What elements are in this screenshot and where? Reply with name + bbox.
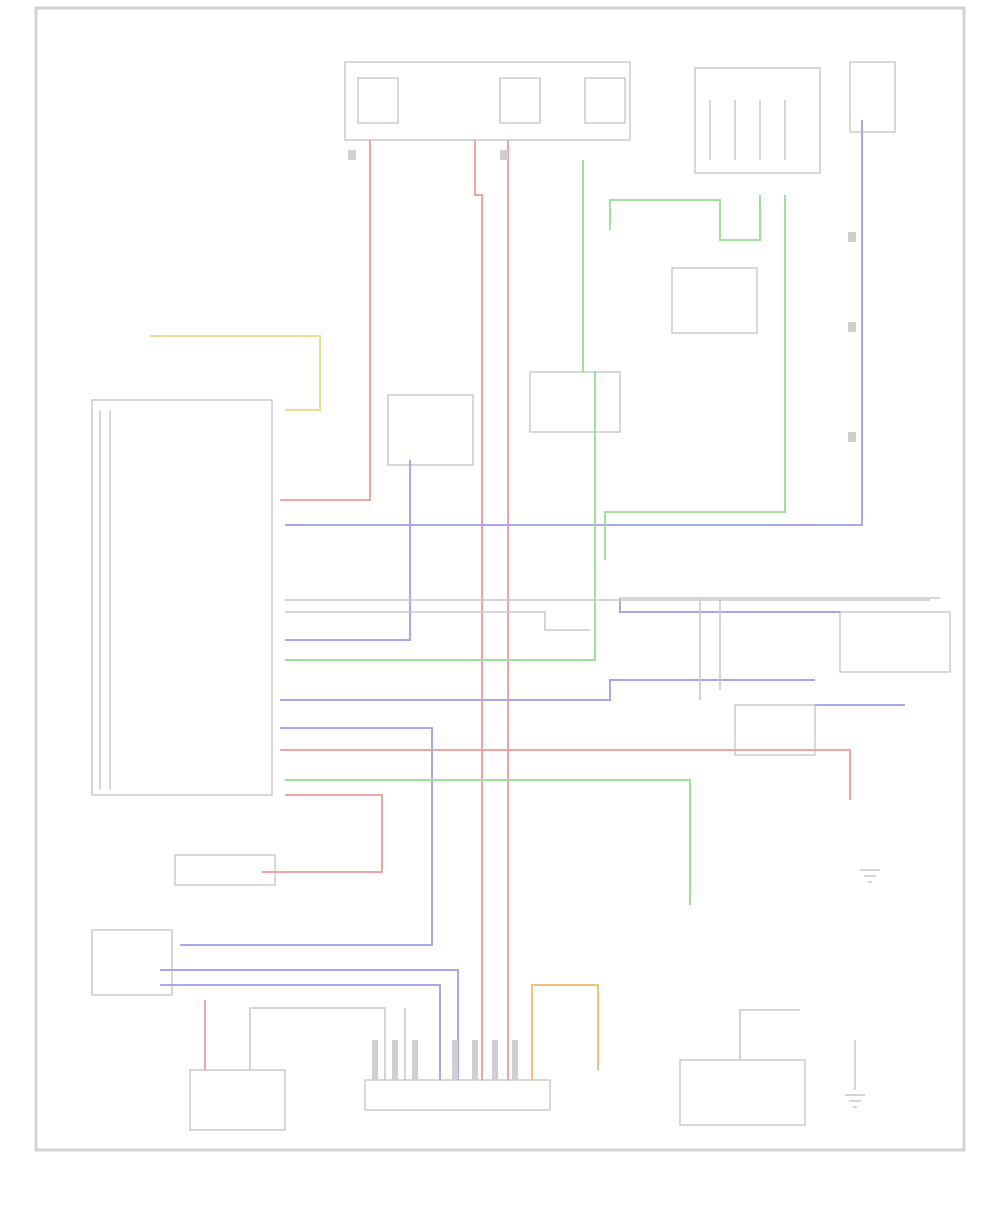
left-lower-module [91,929,173,996]
upper-right-actuator [671,267,758,334]
bottom-connector [364,1079,551,1111]
ground-symbol-bottom-right [845,1094,865,1108]
right-relay [734,704,816,756]
wire-orange [531,984,599,1080]
lower-left-unit [174,854,276,886]
bottom-right-component [679,1059,806,1126]
wire-gray [249,597,940,1090]
ground-symbol-right [860,869,880,883]
middle-sensor [529,371,621,433]
fuse-top-far-right [849,61,896,133]
bottom-left-component [189,1069,286,1131]
wire-yellow [150,335,321,411]
left-control-module [91,399,273,796]
top-fuse-block [344,61,631,141]
wire-green [285,160,786,905]
central-unit [387,394,474,466]
diagram-frame [34,6,966,1152]
right-side-switch [839,611,951,673]
wire-red [204,140,851,1080]
relay-assembly-top-right [694,67,821,174]
connector-pins [348,150,856,1080]
